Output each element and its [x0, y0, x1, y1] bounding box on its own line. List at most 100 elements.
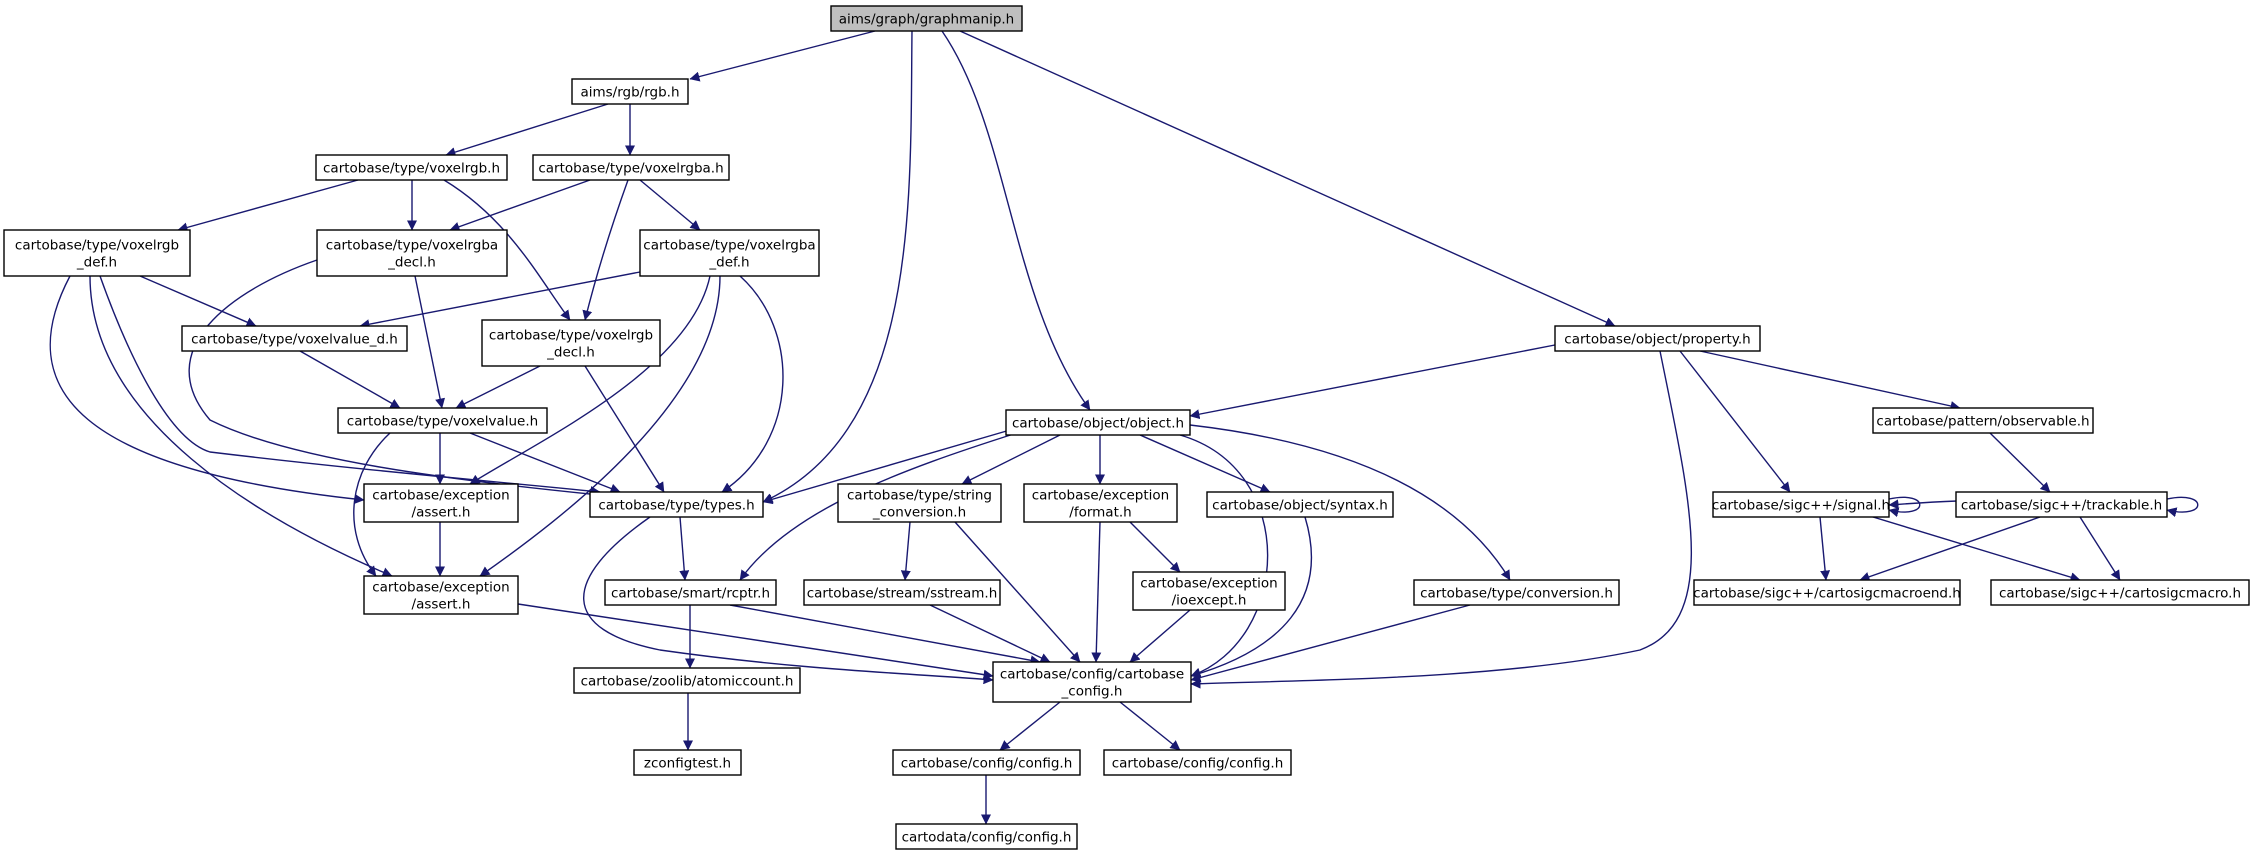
node-label: cartobase/pattern/observable.h: [1876, 414, 2089, 430]
node-label: zconfigtest.h: [644, 756, 731, 772]
edge-types-to-rcptr: [679, 516, 690, 581]
node-graphmanip[interactable]: aims/graph/graphmanip.h: [830, 5, 1023, 32]
node-rcptr[interactable]: cartobase/smart/rcptr.h: [604, 579, 777, 606]
node-box: [837, 483, 1002, 523]
node-label: cartobase/config/config.h: [901, 756, 1073, 772]
edge-line: [353, 432, 391, 577]
edge-graphmanip-to-object: [941, 30, 1091, 411]
node-assert2[interactable]: cartobase/exception/assert.h: [363, 575, 519, 615]
node-box: [803, 579, 1001, 606]
node-label: cartobase/object/property.h: [1564, 332, 1750, 348]
node-cartodata-config[interactable]: cartodata/config/config.h: [895, 823, 1078, 850]
node-atomiccount[interactable]: cartobase/zoolib/atomiccount.h: [573, 667, 801, 694]
node-voxelrgba-def[interactable]: cartobase/type/voxelrgba_def.h: [639, 229, 820, 277]
edge-voxelrgba-to-voxelrgba_def: [639, 179, 701, 231]
node-property[interactable]: cartobase/object/property.h: [1554, 325, 1761, 352]
node-voxelrgb-decl[interactable]: cartobase/type/voxelrgb_decl.h: [481, 319, 661, 367]
node-object[interactable]: cartobase/object/object.h: [1005, 409, 1191, 436]
edge-voxelrgba_def-to-types: [721, 275, 784, 493]
node-voxelrgb-def[interactable]: cartobase/type/voxelrgb_def.h: [3, 229, 191, 277]
node-exc-format[interactable]: cartobase/exception/format.h: [1023, 483, 1178, 523]
node-box: [181, 325, 408, 352]
node-observable[interactable]: cartobase/pattern/observable.h: [1872, 407, 2094, 434]
edge-line: [679, 516, 690, 581]
node-label: /ioexcept.h: [1172, 593, 1247, 609]
edge-line: [139, 275, 257, 327]
node-box: [1005, 409, 1191, 436]
edge-line: [1179, 434, 1269, 678]
edge-line: [2079, 516, 2121, 581]
node-label: aims/rgb/rgb.h: [580, 85, 679, 101]
node-label: cartobase/type/string: [847, 488, 992, 504]
edge-voxelrgb_def-to-assert1: [49, 275, 365, 504]
edge-line: [959, 30, 1616, 327]
node-label: /assert.h: [412, 505, 471, 521]
node-string-conv[interactable]: cartobase/type/string_conversion.h: [837, 483, 1002, 523]
edge-line: [99, 275, 601, 497]
node-label: _config.h: [1061, 684, 1123, 700]
edge-line: [299, 350, 401, 409]
node-macroend[interactable]: cartobase/sigc++/cartosigcmacroend.h: [1693, 579, 1961, 606]
edge-syntax-to-cartobase_config: [1190, 516, 1313, 679]
edge-line: [1190, 604, 1471, 683]
node-label: _decl.h: [546, 345, 595, 361]
node-sstream[interactable]: cartobase/stream/sstream.h: [803, 579, 1001, 606]
edge-line: [49, 275, 365, 504]
node-cartobase-config[interactable]: cartobase/config/cartobase_config.h: [992, 661, 1192, 703]
edge-string_conv-to-cartobase_config: [954, 521, 1081, 663]
node-box: [316, 229, 508, 277]
node-voxelrgb[interactable]: cartobase/type/voxelrgb.h: [315, 154, 508, 181]
edge-line: [1091, 521, 1102, 663]
node-box: [1955, 491, 2168, 518]
node-voxelvalue[interactable]: cartobase/type/voxelvalue.h: [337, 407, 548, 434]
edge-line: [1189, 343, 1561, 420]
edge-voxelrgba_def-to-assert1: [469, 275, 711, 485]
edge-cartobase_config-to-config2: [1119, 701, 1181, 751]
edge-line: [1819, 516, 1831, 581]
node-voxelrgba-decl[interactable]: cartobase/type/voxelrgba_decl.h: [316, 229, 508, 277]
edge-property-to-cartobase_config: [1190, 350, 1692, 689]
node-box: [1413, 579, 1620, 606]
edge-ioexcept-to-cartobase_config: [1129, 609, 1191, 663]
node-label: aims/graph/graphmanip.h: [839, 12, 1015, 28]
edge-voxelrgb-to-voxelrgb_decl: [443, 179, 571, 321]
node-signal[interactable]: cartobase/sigc++/signal.h: [1712, 491, 1890, 518]
edge-object-to-conversion: [1189, 424, 1511, 581]
edge-voxelrgb_def-to-assert2: [89, 275, 393, 577]
node-voxelrgba[interactable]: cartobase/type/voxelrgba.h: [532, 154, 730, 181]
node-rgb[interactable]: aims/rgb/rgb.h: [571, 78, 689, 105]
node-label: /assert.h: [412, 597, 471, 613]
node-syntax[interactable]: cartobase/object/syntax.h: [1206, 491, 1394, 518]
node-label: cartobase/zoolib/atomiccount.h: [581, 674, 794, 690]
node-types[interactable]: cartobase/type/types.h: [589, 491, 764, 518]
node-assert1[interactable]: cartobase/exception/assert.h: [363, 483, 519, 523]
node-trackable[interactable]: cartobase/sigc++/trackable.h: [1955, 491, 2168, 518]
edge-line: [1189, 424, 1511, 581]
node-ioexcept[interactable]: cartobase/exception/ioexcept.h: [1132, 571, 1286, 611]
node-box: [1103, 749, 1292, 776]
edge-line: [469, 432, 621, 494]
edge-object-to-cartobase_config: [1179, 434, 1269, 678]
node-label: cartobase/smart/rcptr.h: [611, 586, 770, 602]
edge-line: [517, 603, 994, 680]
edge-conversion-to-cartobase_config: [1190, 604, 1471, 683]
node-box: [1872, 407, 2094, 434]
node-label: _def.h: [708, 255, 749, 271]
node-box: [639, 229, 820, 277]
node-macro[interactable]: cartobase/sigc++/cartosigcmacro.h: [1990, 579, 2250, 606]
node-config2[interactable]: cartobase/config/config.h: [1103, 749, 1292, 776]
header-nodes: aims/graph/graphmanip.h aims/rgb/rgb.h car…: [3, 5, 2250, 850]
node-box: [1990, 579, 2250, 606]
node-box: [571, 78, 689, 105]
node-conversion[interactable]: cartobase/type/conversion.h: [1413, 579, 1620, 606]
edge-line: [1849, 509, 2081, 583]
node-config1[interactable]: cartobase/config/config.h: [892, 749, 1081, 776]
node-box: [992, 661, 1192, 703]
node-voxelvalue-d[interactable]: cartobase/type/voxelvalue_d.h: [181, 325, 408, 352]
node-zconfigtest[interactable]: zconfigtest.h: [633, 749, 742, 776]
edge-line: [449, 179, 591, 232]
edge-line: [1989, 432, 2051, 493]
node-box: [895, 823, 1078, 850]
edge-object-to-syntax: [1139, 434, 1271, 493]
node-label: cartobase/exception: [1140, 576, 1278, 592]
